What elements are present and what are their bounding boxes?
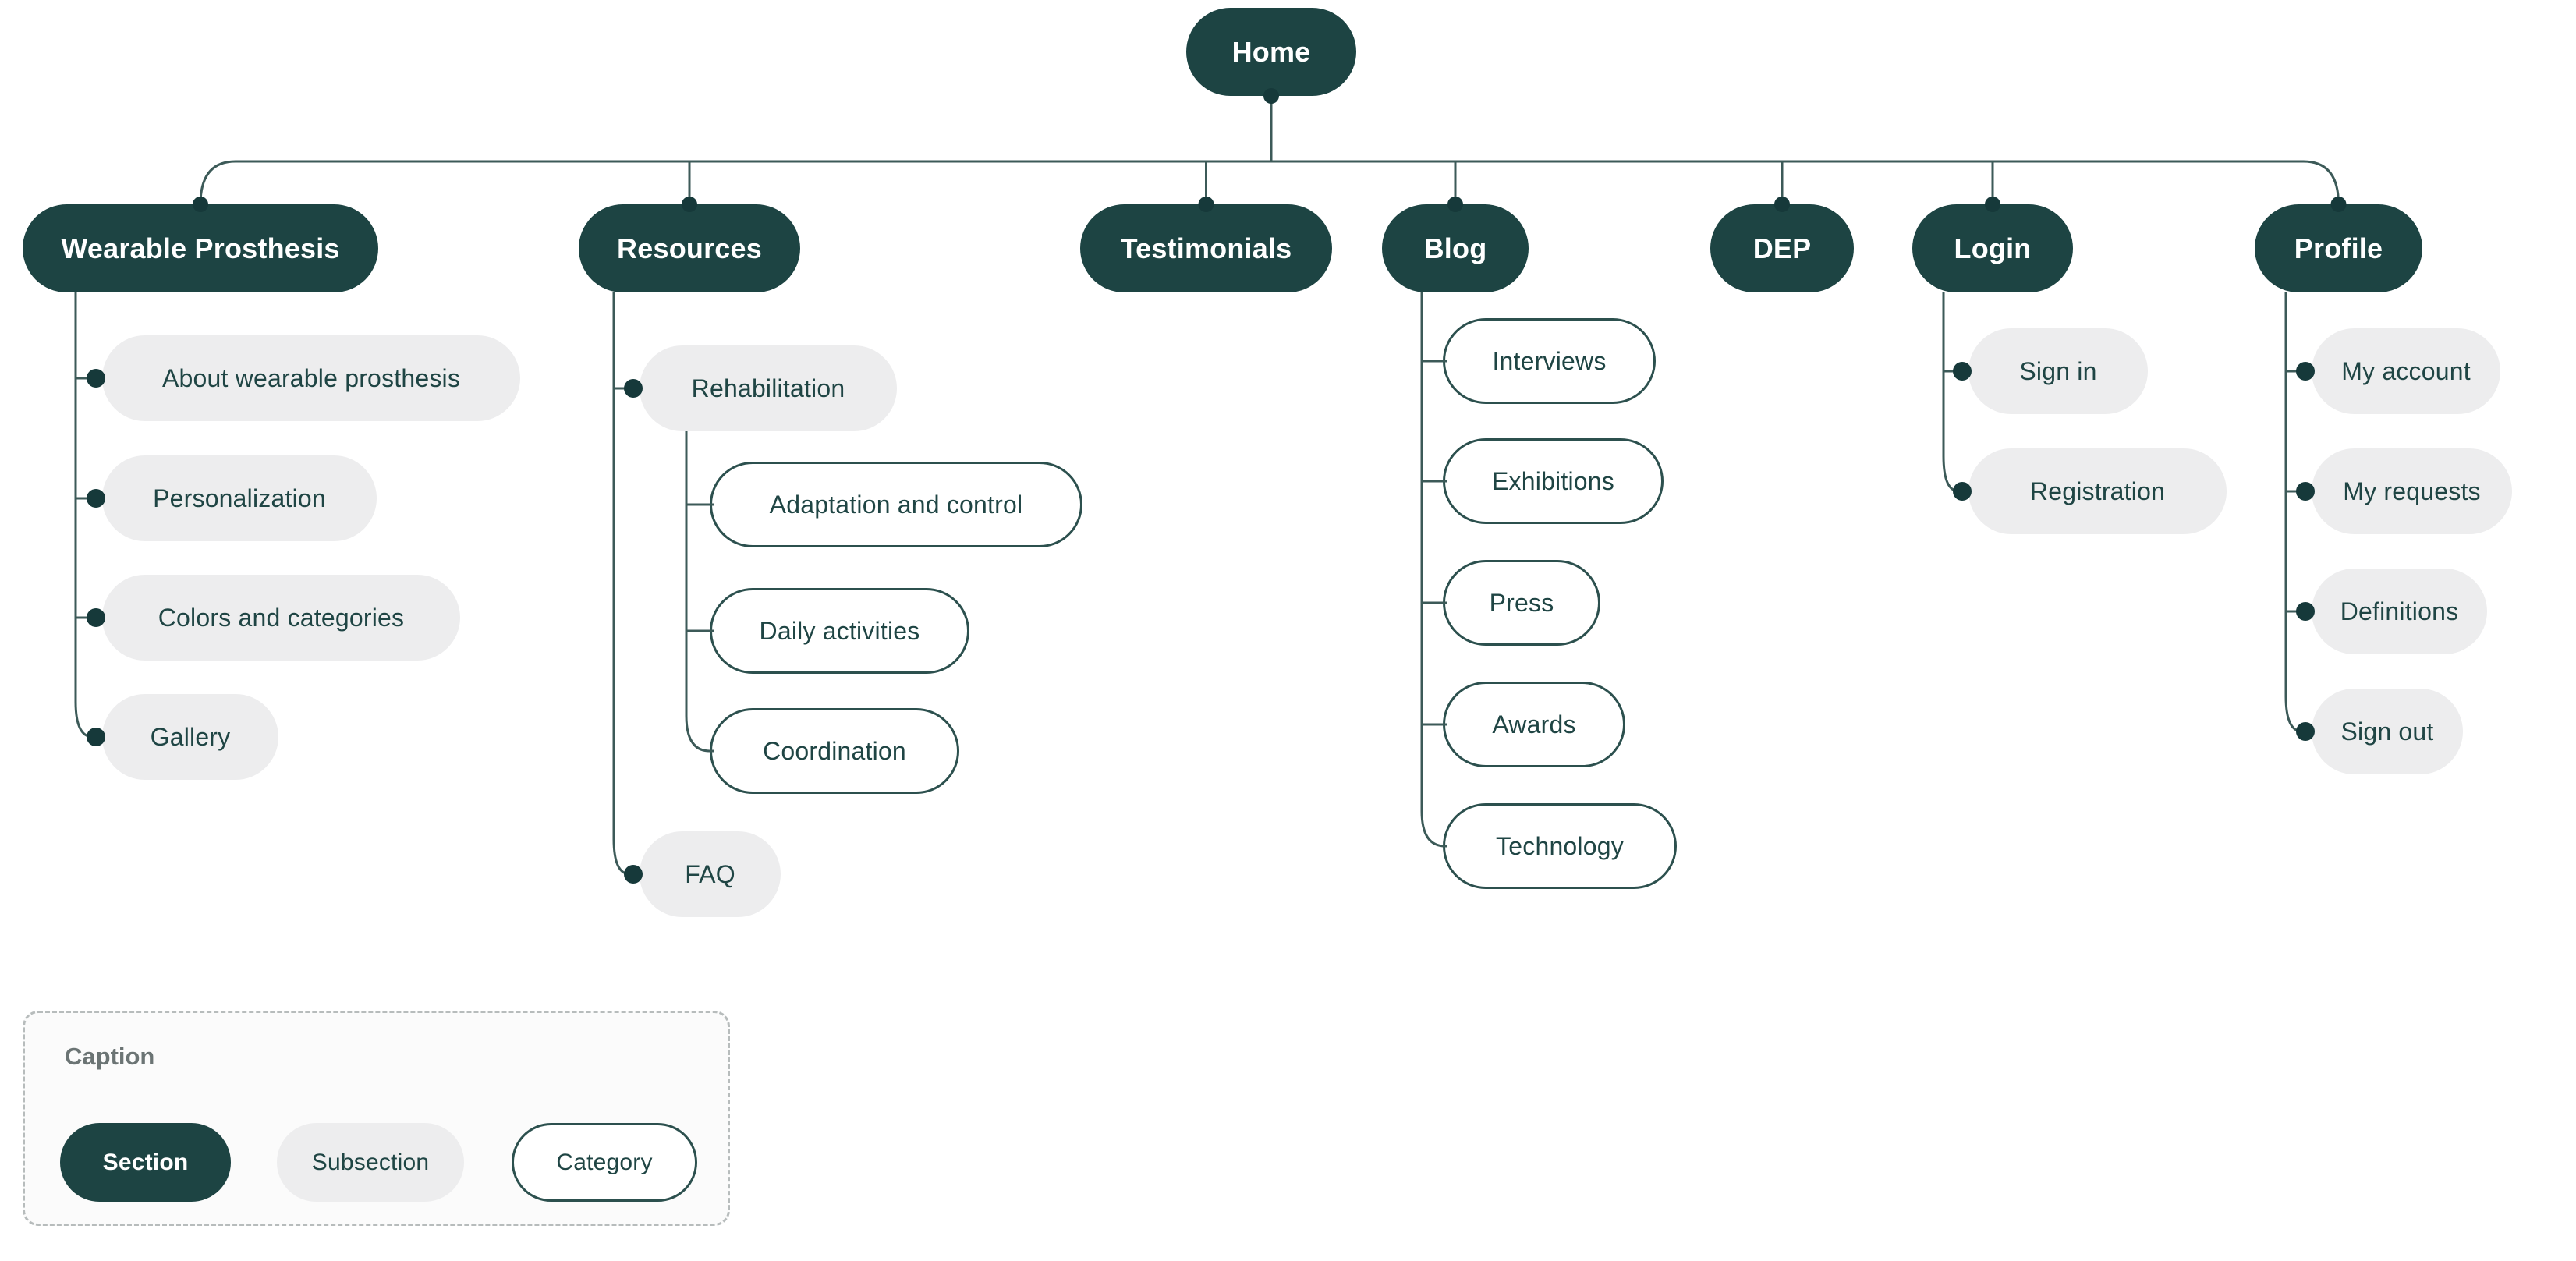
node-dep[interactable]: DEP [1710,204,1854,292]
legend-pill-section: Section [60,1123,231,1202]
node-wearable-prosthesis[interactable]: Wearable Prosthesis [23,204,378,292]
node-blog[interactable]: Blog [1382,204,1529,292]
node-my-account[interactable]: My account [2312,328,2500,414]
node-personalization[interactable]: Personalization [102,455,377,541]
legend-pill-category: Category [512,1123,697,1202]
node-colors-and-categories[interactable]: Colors and categories [102,575,460,661]
node-adaptation-and-control[interactable]: Adaptation and control [710,462,1082,547]
node-rehabilitation[interactable]: Rehabilitation [640,345,897,431]
node-sign-in[interactable]: Sign in [1968,328,2148,414]
node-interviews[interactable]: Interviews [1443,318,1656,404]
node-testimonials[interactable]: Testimonials [1080,204,1332,292]
legend-title: Caption [65,1043,155,1070]
node-about-wearable-prosthesis[interactable]: About wearable prosthesis [102,335,520,421]
node-definitions[interactable]: Definitions [2312,569,2487,654]
node-registration[interactable]: Registration [1968,448,2227,534]
node-profile[interactable]: Profile [2255,204,2422,292]
node-coordination[interactable]: Coordination [710,708,959,794]
node-home[interactable]: Home [1186,8,1356,96]
node-faq[interactable]: FAQ [640,831,781,917]
legend-pill-subsection: Subsection [277,1123,464,1202]
node-awards[interactable]: Awards [1443,682,1625,767]
node-resources[interactable]: Resources [579,204,800,292]
node-my-requests[interactable]: My requests [2312,448,2512,534]
node-sign-out[interactable]: Sign out [2312,689,2463,774]
node-technology[interactable]: Technology [1443,803,1677,889]
node-daily-activities[interactable]: Daily activities [710,588,969,674]
node-gallery[interactable]: Gallery [102,694,278,780]
caption-legend: Caption Section Subsection Category [23,1011,730,1226]
node-exhibitions[interactable]: Exhibitions [1443,438,1664,524]
node-press[interactable]: Press [1443,560,1600,646]
node-login[interactable]: Login [1912,204,2073,292]
